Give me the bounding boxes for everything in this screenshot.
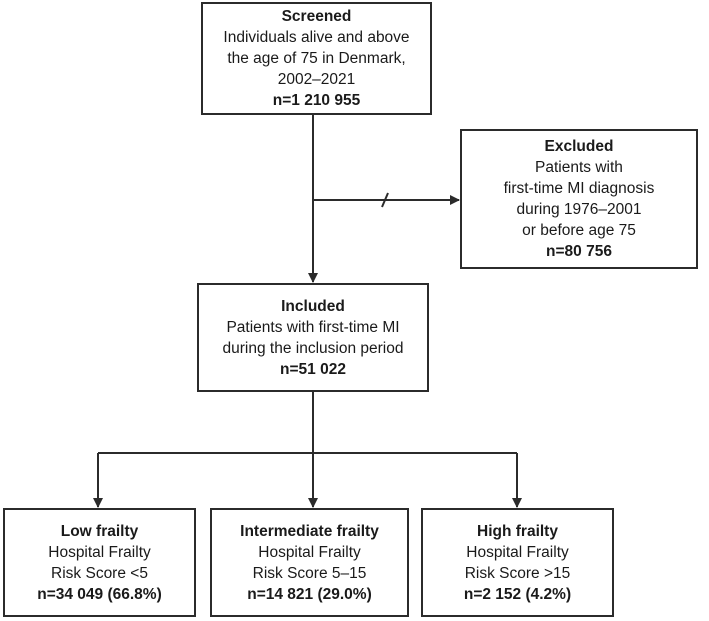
intermediate-frailty-line-1: Hospital Frailty <box>258 543 361 561</box>
high-frailty-box: High frailty Hospital Frailty Risk Score… <box>421 508 614 617</box>
intermediate-frailty-line-2: Risk Score 5–15 <box>252 564 367 582</box>
low-frailty-count: n=34 049 (66.8%) <box>37 585 162 603</box>
excluded-line-3: during 1976–2001 <box>516 201 642 218</box>
excluded-count: n=80 756 <box>546 243 612 260</box>
screened-title: Screened <box>281 8 352 25</box>
screened-line-1: Individuals alive and above <box>223 29 410 46</box>
excluded-title: Excluded <box>544 138 614 155</box>
low-frailty-line-2: Risk Score <5 <box>51 564 148 582</box>
low-frailty-title: Low frailty <box>60 522 139 540</box>
included-line-1: Patients with first-time MI <box>226 318 400 336</box>
high-frailty-count: n=2 152 (4.2%) <box>463 585 572 603</box>
intermediate-frailty-count: n=14 821 (29.0%) <box>247 585 372 603</box>
high-frailty-title: High frailty <box>477 522 558 540</box>
excluded-line-4: or before age 75 <box>522 222 636 239</box>
included-count: n=51 022 <box>280 360 346 378</box>
break-mark <box>381 192 389 208</box>
high-frailty-line-2: Risk Score >15 <box>464 564 571 582</box>
included-line-2: during the inclusion period <box>222 339 404 357</box>
excluded-line-1: Patients with <box>535 159 623 176</box>
low-frailty-line-1: Hospital Frailty <box>48 543 151 561</box>
screened-box: Screened Individuals alive and above the… <box>201 2 432 115</box>
low-frailty-box: Low frailty Hospital Frailty Risk Score … <box>3 508 196 617</box>
screened-count: n=1 210 955 <box>272 92 361 109</box>
screened-line-2: the age of 75 in Denmark, <box>227 50 406 67</box>
included-box: Included Patients with first-time MI dur… <box>197 283 429 392</box>
high-frailty-line-1: Hospital Frailty <box>466 543 569 561</box>
intermediate-frailty-title: Intermediate frailty <box>240 522 379 540</box>
excluded-box: Excluded Patients with first-time MI dia… <box>460 129 698 269</box>
intermediate-frailty-box: Intermediate frailty Hospital Frailty Ri… <box>210 508 409 617</box>
excluded-line-2: first-time MI diagnosis <box>503 180 655 197</box>
screened-line-3: 2002–2021 <box>277 71 356 88</box>
included-title: Included <box>281 297 345 315</box>
